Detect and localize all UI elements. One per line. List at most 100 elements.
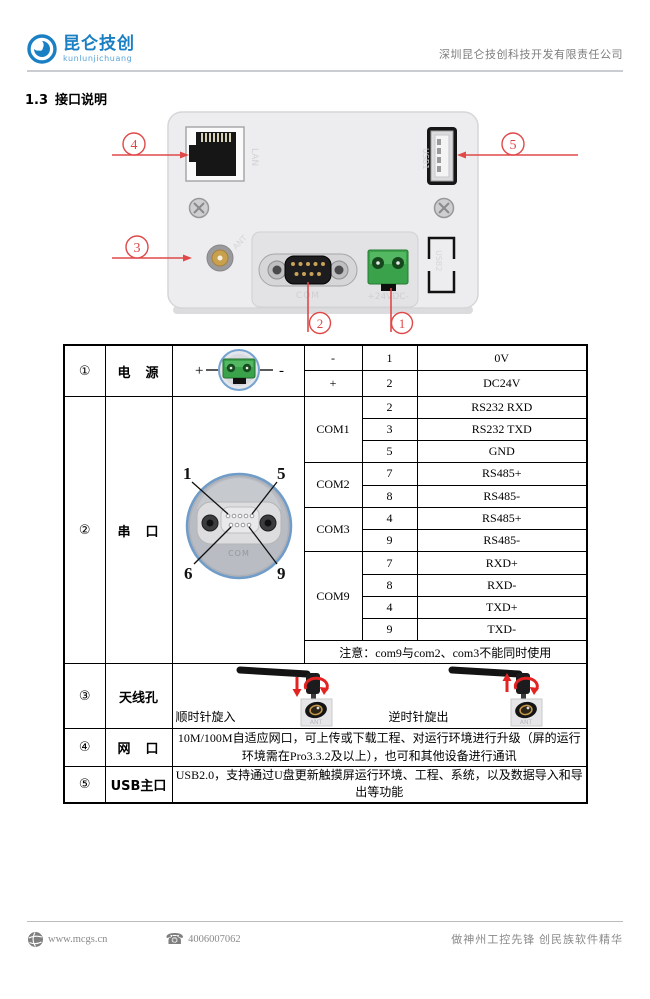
power-label: +24VDC-	[367, 292, 409, 302]
serial-group-com1: COM1	[303, 396, 363, 463]
lan-label: LAN	[249, 148, 259, 166]
pin-function: RS232 RXD	[416, 396, 588, 419]
table-row: ④ 网 口 10M/100M自适应网口，可上传或下载工程、对运行环境进行升级（屏…	[63, 728, 588, 767]
callout-5: 5	[457, 132, 578, 159]
usb1-label: USB1	[421, 148, 430, 170]
network-row-number: ④	[63, 728, 106, 767]
usb1-port: USB1	[421, 127, 457, 185]
table-row: 9 RS485-	[64, 529, 588, 553]
power-connector-image: + -	[171, 344, 305, 397]
pin-number: 7	[361, 551, 418, 575]
device-rear-figure: LAN USB1 ANT	[112, 111, 578, 335]
pin-function: TXD-	[416, 618, 588, 641]
callout-3-number: 3	[134, 241, 141, 256]
antenna-caption-screw-out: 逆时针旋出	[388, 710, 449, 724]
phone-icon: ☎	[165, 929, 185, 948]
footer-phone-text: 4006007062	[188, 933, 241, 945]
screw-right	[433, 197, 455, 219]
network-row-name: 网 口	[104, 728, 173, 767]
network-description: 10M/100M自适应网口，可上传或下载工程、对运行环境进行升级（屏的运行环境需…	[171, 728, 588, 767]
serial-pin6-label: 6	[184, 564, 193, 583]
pin-number: 5	[361, 440, 418, 463]
pin-number: 2	[361, 396, 418, 419]
logo-subtitle: kunlunjichuang	[63, 53, 133, 63]
company-logo: 昆仑技创 kunlunjichuang	[26, 33, 135, 65]
table-row: COM9 7 RXD+	[64, 551, 588, 641]
power-pin-sign: +	[303, 370, 363, 397]
table-row: ⑤ USB主口 USB2.0，支持通过U盘更新触摸屏运行环境、工程、系统，以及数…	[63, 765, 588, 804]
table-row: 8 RXD-	[64, 574, 588, 597]
usb2-cutout: USB2	[426, 236, 458, 294]
usb-row-name: USB主口	[104, 765, 173, 804]
power-pin-function: DC24V	[416, 370, 588, 397]
table-row: + 2 DC24V	[64, 370, 588, 397]
header-divider	[27, 70, 623, 72]
serial-pin1-label: 1	[183, 464, 192, 483]
pin-function: RS485+	[416, 462, 588, 486]
footer-divider	[27, 921, 623, 922]
serial-connector-image: COM 1 5 6 9	[171, 396, 305, 664]
callout-2-number: 2	[317, 316, 324, 331]
callout-1-number: 1	[399, 316, 406, 331]
power-pin-number: 1	[361, 344, 418, 372]
pin-number: 3	[361, 418, 418, 441]
antenna-thumb-label-right: ANT	[519, 719, 532, 726]
pin-number: 8	[361, 484, 418, 508]
footer-slogan: 做神州工控先锋 创民族软件精华	[451, 934, 623, 946]
callout-2: 2	[307, 282, 332, 335]
usb-row-number: ⑤	[63, 765, 106, 804]
footer-website: www.mcgs.cn	[27, 931, 107, 948]
serial-note: 注意：com9与com2、com3不能同时使用	[303, 640, 588, 664]
pin-number: 8	[361, 574, 418, 597]
power-row-number: ①	[63, 344, 106, 397]
antenna-instruction-cell: ANT	[171, 663, 588, 729]
table-row: 5 GND	[64, 440, 588, 463]
serial-group-com3: COM3	[303, 506, 363, 553]
antenna-row-name: 天线孔	[104, 663, 173, 729]
antenna-row-number: ③	[63, 663, 106, 729]
usb2-label: USB2	[434, 250, 443, 272]
power-pin-sign: -	[303, 344, 363, 372]
footer-phone: ☎ 4006007062	[165, 929, 241, 948]
pin-number: 7	[361, 462, 418, 486]
table-row: COM3 4 RS485+	[64, 506, 588, 553]
pin-function: RS485-	[416, 484, 588, 508]
table-row: 3 RS232 TXD	[64, 418, 588, 441]
usb-description: USB2.0，支持通过U盘更新触摸屏运行环境、工程、系统，以及数据导入和导出等功…	[171, 765, 588, 804]
page-footer: www.mcgs.cn ☎ 4006007062 做神州工控先锋 创民族软件精华	[27, 928, 623, 950]
serial-group-com9: COM9	[303, 551, 363, 641]
callout-1: 1	[390, 288, 414, 335]
pin-function: RXD-	[416, 574, 588, 597]
table-row: ① 电 源 + -	[63, 344, 588, 397]
antenna-illustration: ANT	[236, 666, 542, 727]
serial-group-com2: COM2	[303, 462, 363, 508]
callout-5-number: 5	[510, 138, 517, 153]
serial-row-name: 串 口	[104, 396, 173, 664]
footer-website-text: www.mcgs.cn	[48, 933, 108, 945]
screw-left	[188, 197, 210, 219]
company-name: 深圳昆仑技创科技开发有限责任公司	[439, 48, 623, 61]
antenna-thumb-label-left: ANT	[309, 719, 322, 726]
serial-pin5-label: 5	[277, 464, 286, 483]
serial-pin9-label: 9	[277, 564, 286, 583]
lan-port: LAN	[185, 126, 259, 182]
pin-function: TXD+	[416, 596, 588, 619]
callout-4-number: 4	[131, 138, 138, 153]
port-description-table: ① 电 源 + -	[63, 344, 588, 804]
power-terminal: +24VDC-	[367, 249, 409, 302]
pin-function: RS485+	[416, 506, 588, 531]
power-plus-label: +	[195, 363, 203, 379]
website-globe-icon	[28, 931, 43, 947]
power-minus-label: -	[279, 363, 284, 379]
power-pin-number: 2	[361, 370, 418, 397]
pin-function: RS485-	[416, 529, 588, 553]
serial-row-number: ②	[63, 396, 106, 664]
pin-number: 9	[361, 618, 418, 641]
table-row: 4 TXD+	[64, 596, 588, 619]
logo-title: 昆仑技创	[63, 33, 135, 54]
table-row: COM2 7 RS485+	[64, 462, 588, 508]
table-row: 8 RS485-	[64, 484, 588, 508]
pin-number: 4	[361, 506, 418, 531]
